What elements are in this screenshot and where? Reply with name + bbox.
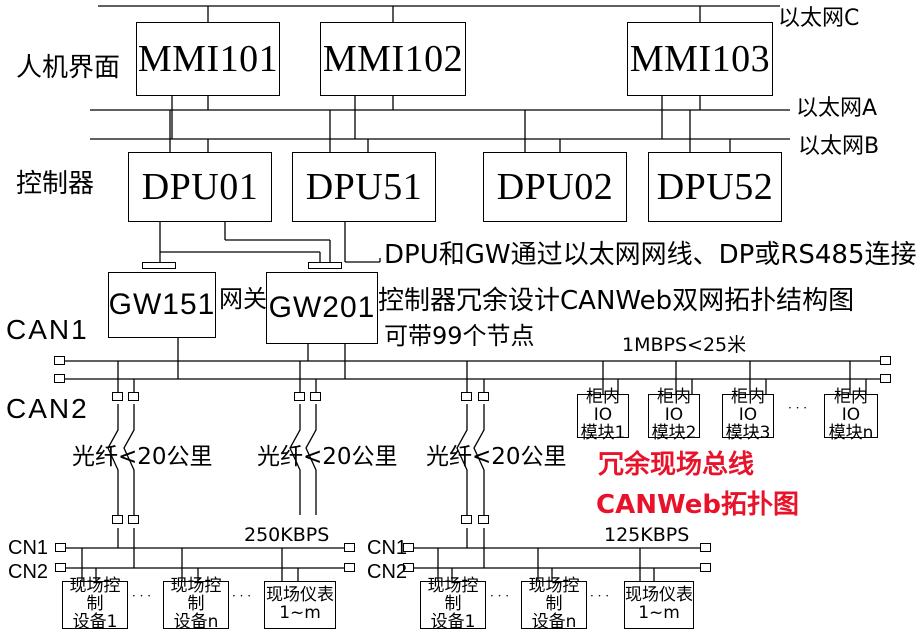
field-device-line2: 设备n (531, 611, 577, 632)
fiber-label: 光纤<20公里 (257, 444, 398, 470)
dpu-box: DPU02 (483, 152, 627, 222)
field-device-line2: 1~m (638, 603, 680, 623)
field-device-line2: 设备n (173, 611, 219, 632)
gw-port (142, 262, 176, 269)
cn2-right-terminator (344, 563, 355, 572)
cn1-left-terminator (55, 543, 66, 552)
io-module-line2: 模块3 (725, 422, 771, 443)
field-device-line1: 现场控制 (427, 576, 479, 615)
io-module: 柜内IO 模块1 (577, 388, 629, 442)
can1-label: CAN1 (6, 314, 89, 345)
cn1-right-terminator-2 (700, 543, 711, 552)
fiber-label: 光纤<20公里 (72, 444, 213, 470)
io-module: 柜内IO 模块n (824, 388, 878, 442)
cn2-right-terminator-2 (700, 563, 711, 572)
dpu-box: DPU01 (128, 152, 272, 222)
mmi-box: MMI102 (320, 22, 466, 96)
field-device-line1: 现场控制 (69, 576, 121, 615)
io-module-line2: 模块2 (651, 422, 697, 443)
field-speed-right-label: 125KBPS (604, 524, 690, 546)
device-ellipsis: · · · (490, 589, 510, 603)
dpu-box: DPU52 (648, 152, 782, 222)
device-ellipsis: · · · (132, 589, 152, 603)
fiber-transceiver (461, 515, 472, 524)
field-device: 现场控制 设备n (521, 576, 587, 632)
io-module-line1: 柜内IO (834, 387, 868, 426)
field-device-line1: 现场控制 (170, 576, 222, 615)
field-instrument: 现场仪表 1~m (264, 581, 336, 629)
diagram-title-line2: CANWeb拓扑图 (596, 490, 799, 520)
cn1-left-terminator-2 (403, 543, 414, 552)
diagram-title-line1: 冗余现场总线 (598, 450, 755, 480)
can2-label: CAN2 (6, 393, 89, 424)
device-ellipsis: · · · (590, 589, 610, 603)
ethernet-a-label: 以太网A (796, 96, 878, 121)
io-module: 柜内IO 模块3 (722, 388, 774, 442)
field-device: 现场控制 设备1 (62, 576, 128, 632)
cn2-left-terminator (55, 563, 66, 572)
can1-right-terminator (880, 356, 891, 365)
field-device-line1: 现场控制 (528, 576, 580, 615)
field-speed-left-label: 250KBPS (244, 524, 330, 546)
gw-port (308, 262, 342, 269)
mmi-box: MMI103 (627, 22, 773, 96)
mmi-box: MMI101 (136, 22, 280, 96)
io-module-line2: 模块n (828, 422, 874, 443)
cn1-right-terminator (344, 543, 355, 552)
field-device-line2: 1~m (279, 603, 321, 623)
io-ellipsis: · · · (788, 401, 808, 415)
controller-layer-label: 控制器 (16, 169, 95, 199)
design-note: 控制器冗余设计CANWeb双网拓扑结构图 (378, 286, 855, 316)
cn2-label: CN2 (8, 561, 49, 583)
connection-note: DPU和GW通过以太网网线、DP或RS485连接 (384, 240, 916, 270)
io-module-line1: 柜内IO (731, 387, 765, 426)
io-module: 柜内IO 模块2 (648, 388, 700, 442)
field-device-line1: 现场仪表 (625, 585, 693, 606)
fiber-transceiver (310, 392, 321, 401)
can1-left-terminator (54, 356, 65, 365)
dpu-box: DPU51 (292, 152, 436, 222)
device-ellipsis: · · · (232, 589, 252, 603)
ethernet-c-label: 以太网C (778, 6, 860, 31)
field-device: 现场控制 设备n (163, 576, 229, 632)
cn2-left-terminator-2 (403, 563, 414, 572)
io-module-line1: 柜内IO (586, 387, 620, 426)
nodes-note: 可带99个节点 (384, 322, 535, 350)
hmi-layer-label: 人机界面 (16, 53, 121, 83)
can-speed-label: 1MBPS<25米 (622, 334, 747, 356)
can2-left-terminator (54, 374, 65, 383)
gw-box: GW151 (108, 272, 216, 338)
gateway-label: 网关 (219, 285, 267, 313)
cn1-label: CN1 (8, 537, 49, 559)
fiber-transceiver (478, 515, 489, 524)
fiber-transceiver (461, 392, 472, 401)
field-device-line1: 现场仪表 (266, 585, 334, 606)
fiber-transceiver (128, 515, 139, 524)
fiber-transceiver (112, 392, 123, 401)
cn1-label-2: CN1 (367, 537, 408, 559)
cn2-label-2: CN2 (367, 561, 408, 583)
io-module-line2: 模块1 (580, 422, 626, 443)
fiber-label: 光纤<20公里 (426, 444, 567, 470)
field-device: 现场控制 设备1 (420, 576, 486, 632)
field-device-line2: 设备1 (72, 611, 118, 632)
field-device-line2: 设备1 (430, 611, 476, 632)
fiber-transceiver (294, 392, 305, 401)
fiber-transceiver (128, 392, 139, 401)
gw-box: GW201 (266, 272, 378, 344)
fiber-transceiver (478, 392, 489, 401)
can2-right-terminator (880, 374, 891, 383)
io-module-line1: 柜内IO (657, 387, 691, 426)
field-instrument: 现场仪表 1~m (624, 581, 694, 629)
fiber-transceiver (112, 515, 123, 524)
ethernet-b-label: 以太网B (798, 134, 880, 159)
